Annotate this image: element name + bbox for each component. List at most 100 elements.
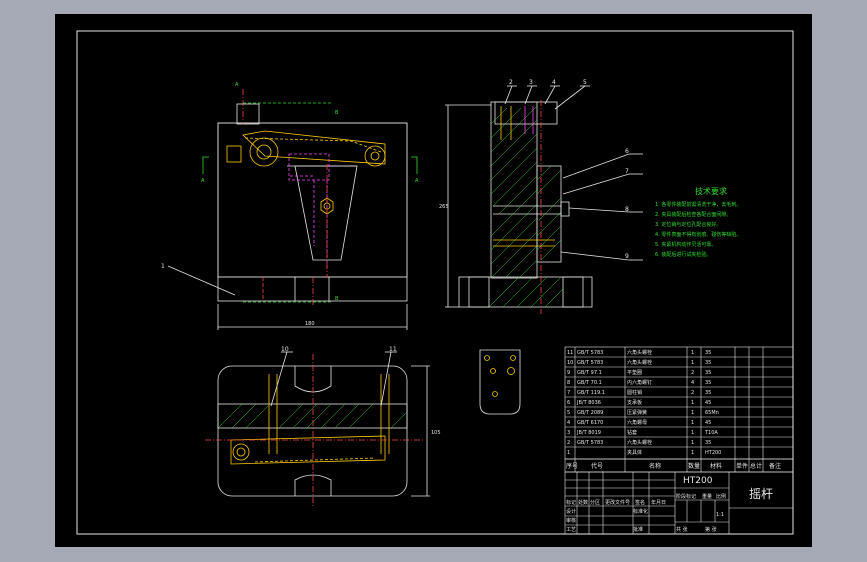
bom-mat: HT200 — [705, 450, 721, 456]
bom-name: 内六角螺钉 — [627, 379, 652, 386]
tb-sign: 签名 — [635, 499, 645, 506]
bom-header-name: 名称 — [649, 462, 661, 470]
tech-line-2: 2. 夹具装配后检查各配合面间隙。 — [655, 211, 731, 218]
section-mark-a-right: A — [415, 178, 419, 184]
bom-no: 11 — [567, 350, 573, 356]
cad-viewport[interactable]: 180 1 A B B A A — [55, 14, 812, 547]
tb-stage: 阶段标记 — [676, 493, 696, 500]
bom-header-remark: 备注 — [769, 462, 781, 470]
bom-code: GB/T 6170 — [577, 420, 603, 426]
bom-code: GB/T 2089 — [577, 410, 603, 416]
bom-mat: 65Mn — [705, 410, 719, 416]
balloon-3: 3 — [529, 79, 533, 86]
tech-title: 技术要求 — [695, 186, 727, 196]
bom-header-mat: 材料 — [710, 462, 722, 470]
drawing-outer-frame — [76, 30, 794, 535]
bom-name: 压紧弹簧 — [627, 409, 647, 416]
tb-std: 标准化 — [633, 508, 648, 515]
bom-mat: 35 — [705, 370, 711, 376]
balloon-8: 8 — [625, 206, 629, 213]
bom-code: GB/T 5783 — [577, 360, 603, 366]
bom-no: 4 — [567, 420, 570, 426]
bom-name: 圆柱销 — [627, 389, 642, 396]
tb-doc: 更改文件号 — [605, 499, 630, 506]
balloon-2: 2 — [509, 79, 513, 86]
bom-code: GB/T 97.1 — [577, 370, 602, 376]
dim-overall-width: 180 — [305, 321, 315, 327]
bom-code: JB/T 8036 — [576, 400, 601, 406]
bom-table-rows: 11 GB/T 5783 六角头螺栓 1 35 10 GB/T 5783 六角头… — [567, 349, 721, 456]
bom-code: GB/T 5783 — [577, 440, 603, 446]
bom-qty: 1 — [691, 440, 694, 446]
tb-design: 设计 — [566, 508, 576, 515]
bom-no: 9 — [567, 370, 570, 376]
bom-qty: 2 — [691, 370, 694, 376]
bom-qty: 1 — [691, 420, 694, 426]
bom-mat: 35 — [705, 380, 711, 386]
tb-date: 年月日 — [651, 499, 666, 506]
bom-qty: 4 — [691, 380, 694, 386]
bom-no: 3 — [567, 430, 570, 436]
section-mark-a-left: A — [201, 178, 205, 184]
bom-mat: 35 — [705, 440, 711, 446]
bom-name: 六角头螺栓 — [627, 439, 652, 446]
bom-name: 六角头螺栓 — [627, 359, 652, 366]
bom-name: 支承板 — [627, 399, 642, 406]
bom-header-labels: 序号 代号 名称 数量 材料 单件 总计 备注 — [566, 462, 781, 470]
bom-table-grid — [564, 346, 794, 460]
bom-mat: T10A — [704, 430, 718, 436]
bom-qty: 1 — [691, 400, 694, 406]
bom-header-no: 序号 — [566, 462, 578, 470]
bom-code: GB/T 5783 — [577, 350, 603, 356]
tb-weight: 重量 — [702, 493, 712, 500]
assembly-drawing: 180 1 A B B A A — [76, 30, 794, 535]
bom-no: 5 — [567, 410, 570, 416]
bom-qty: 2 — [691, 390, 694, 396]
tech-line-6: 6. 装配后进行试夹检验。 — [655, 251, 711, 258]
bom-no: 7 — [567, 390, 570, 396]
bom-header-code: 代号 — [591, 462, 603, 470]
bom-mat: 35 — [705, 390, 711, 396]
bom-name: 夹具体 — [627, 449, 642, 456]
tb-check: 审核 — [566, 517, 576, 524]
dim-plan-height: 105 — [431, 430, 441, 436]
tb-craft: 工艺 — [566, 527, 576, 533]
bom-no: 6 — [567, 400, 570, 406]
title-block-material: HT200 — [683, 476, 713, 486]
bom-mat: 45 — [705, 400, 711, 406]
tech-line-3: 3. 定位销与定位孔配合良好。 — [655, 221, 721, 228]
plan-view-hatching — [217, 403, 408, 429]
tech-line-4: 4. 零件表面不得有划痕、碰伤等缺陷。 — [655, 231, 741, 238]
tb-mark: 标记 — [566, 499, 576, 506]
bom-qty: 1 — [691, 410, 694, 416]
bom-code: GB/T 70.1 — [577, 380, 602, 386]
bom-mat: 45 — [705, 420, 711, 426]
tech-line-1: 1. 各零件装配前需清洗干净，去毛刺。 — [655, 201, 741, 208]
plan-view — [205, 351, 430, 508]
tech-line-5: 5. 夹紧机构动作灵活可靠。 — [655, 241, 716, 248]
bom-code: JB/T 8019 — [576, 430, 601, 436]
bom-qty: 1 — [691, 360, 694, 366]
bom-name: 钻套 — [627, 429, 637, 436]
bom-no: 8 — [567, 380, 570, 386]
balloon-5: 5 — [583, 79, 587, 86]
bom-code: GB/T 119.1 — [577, 390, 605, 396]
bom-mat: 35 — [705, 350, 711, 356]
bom-qty: 1 — [691, 350, 694, 356]
section-mark-a-top: A — [235, 82, 239, 88]
tb-approve: 批准 — [633, 526, 643, 533]
front-view — [167, 89, 418, 330]
bom-header-unit-mass: 单件 — [736, 462, 748, 470]
tb-sheet-total: 共 张 — [676, 526, 688, 533]
tb-scale: 比例 — [716, 493, 726, 500]
section-mark-b-bottom: B — [335, 296, 339, 302]
balloon-9: 9 — [625, 253, 629, 260]
bom-no: 10 — [567, 360, 573, 366]
balloon-11: 11 — [389, 346, 397, 353]
tb-count: 处数 — [578, 499, 588, 506]
section-mark-b-top: B — [335, 110, 339, 116]
tb-scale-value: 1:1 — [716, 512, 724, 518]
bom-name: 六角头螺栓 — [627, 349, 652, 356]
title-block-part-name: 摇杆 — [749, 487, 773, 501]
side-view-hatching — [488, 105, 564, 308]
